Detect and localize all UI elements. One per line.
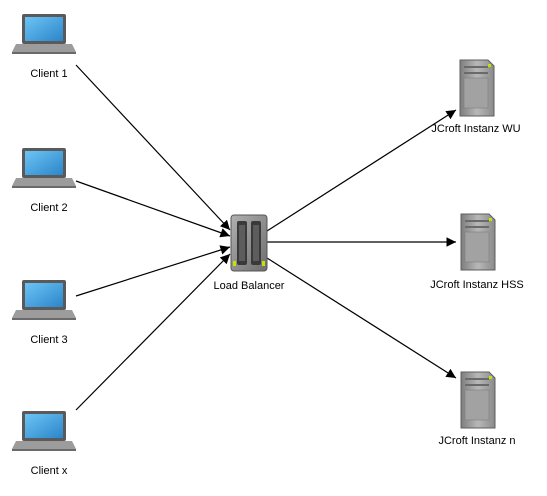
instance-wu-node[interactable]: JCroft Instanz WU bbox=[431, 59, 521, 135]
load-balancer-node[interactable]: Load Balancer bbox=[214, 214, 285, 292]
edge-load-balancer-to-instance-n bbox=[266, 257, 457, 379]
load-balancer-label: Load Balancer bbox=[214, 280, 285, 292]
client-3-node[interactable]: Client 3 bbox=[12, 280, 76, 346]
client-2-node[interactable]: Client 2 bbox=[12, 148, 76, 214]
client-x-node[interactable]: Client x bbox=[12, 411, 76, 477]
load-balancer-icon bbox=[230, 214, 268, 272]
edge-client-3-to-load-balancer bbox=[75, 245, 231, 297]
laptop-icon bbox=[12, 14, 76, 54]
client-2-label: Client 2 bbox=[30, 202, 67, 214]
instance-hss-label: JCroft Instanz HSS bbox=[430, 279, 524, 291]
laptop-icon bbox=[12, 148, 76, 188]
instance-n-label: JCroft Instanz n bbox=[438, 435, 515, 447]
client-1-node[interactable]: Client 1 bbox=[12, 14, 76, 80]
edge-client-2-to-load-balancer bbox=[75, 180, 231, 238]
client-3-label: Client 3 bbox=[30, 334, 67, 346]
laptop-icon bbox=[12, 411, 76, 451]
client-x-label: Client x bbox=[31, 465, 68, 477]
laptop-icon bbox=[12, 280, 76, 320]
instance-hss-node[interactable]: JCroft Instanz HSS bbox=[430, 213, 524, 291]
edge-load-balancer-to-instance-wu bbox=[266, 109, 457, 232]
edges-layer bbox=[75, 64, 457, 411]
instance-wu-label: JCroft Instanz WU bbox=[431, 123, 520, 135]
server-tower-icon bbox=[459, 59, 495, 117]
edge-client-1-to-load-balancer bbox=[75, 64, 231, 231]
server-tower-icon bbox=[460, 213, 496, 271]
client-1-label: Client 1 bbox=[30, 68, 67, 80]
edge-client-x-to-load-balancer bbox=[75, 253, 231, 411]
instance-n-node[interactable]: JCroft Instanz n bbox=[438, 371, 516, 447]
server-tower-icon bbox=[460, 371, 496, 429]
